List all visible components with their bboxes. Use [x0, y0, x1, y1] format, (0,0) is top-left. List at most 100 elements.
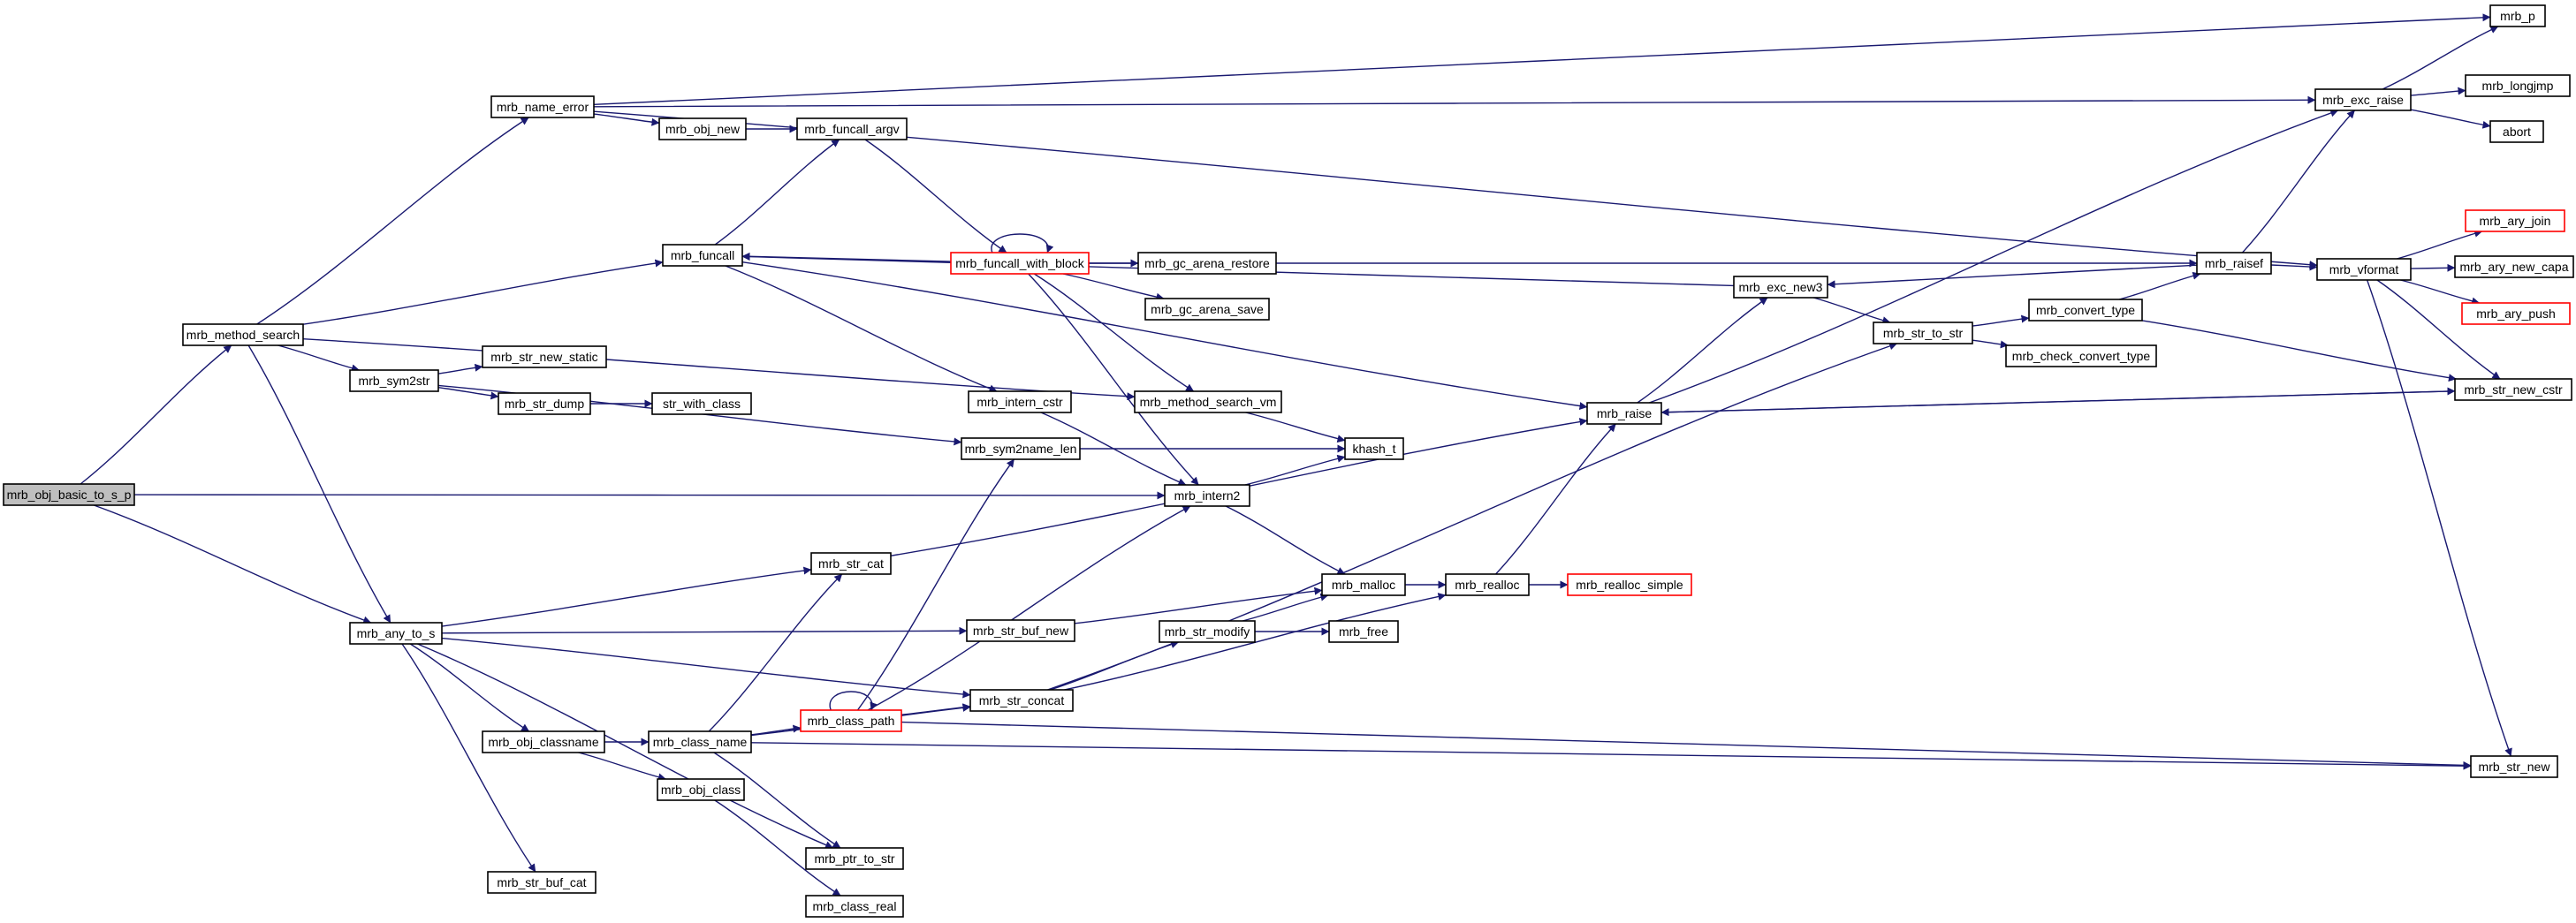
node-box — [2028, 299, 2143, 322]
node-mrb-ptr-to-str[interactable]: mrb_ptr_to_str — [805, 847, 904, 870]
edge-mrb_funcall_with_block-to-mrb_intern2 — [1028, 273, 1199, 486]
node-mrb-p[interactable]: mrb_p — [2489, 4, 2546, 27]
node-box — [1137, 252, 1277, 275]
edge-mrb_funcall_with_block-to-mrb_funcall_with_block — [991, 233, 1054, 253]
edge-mrb_method_search-to-mrb_name_error — [256, 117, 529, 325]
node-mrb-check-convert-type[interactable]: mrb_check_convert_type — [2005, 344, 2157, 367]
node-box — [482, 345, 607, 368]
node-mrb-class-path[interactable]: mrb_class_path — [800, 709, 902, 732]
node-mrb-str-new[interactable]: mrb_str_new — [2470, 755, 2558, 778]
node-mrb-obj-classname[interactable]: mrb_obj_classname — [482, 730, 605, 753]
node-box — [2316, 258, 2412, 281]
edge-mrb_raise-to-mrb_exc_new3 — [1637, 297, 1768, 404]
edge-mrb_funcall-to-mrb_funcall_argv — [714, 139, 840, 246]
node-mrb-funcall-with-block[interactable]: mrb_funcall_with_block — [950, 252, 1090, 275]
edge-mrb_intern2-to-khash_t — [1244, 454, 1346, 486]
node-mrb-intern2[interactable]: mrb_intern2 — [1164, 484, 1250, 507]
node-mrb-exc-new3[interactable]: mrb_exc_new3 — [1733, 276, 1828, 299]
edge-mrb_raisef-to-mrb_exc_new3 — [1827, 264, 2198, 289]
node-label: mrb_str_to_str — [1883, 326, 1964, 340]
edge-mrb_name_error-to-mrb_exc_raise — [593, 95, 2316, 108]
node-mrb-funcall[interactable]: mrb_funcall — [662, 244, 743, 267]
node-mrb-str-new-static[interactable]: mrb_str_new_static — [482, 345, 607, 368]
edge-mrb_class_path-to-mrb_class_path — [829, 691, 878, 711]
node-box — [1586, 402, 1662, 425]
node-mrb-sym2str[interactable]: mrb_sym2str — [349, 369, 439, 392]
edge-mrb_method_search_vm-to-khash_t — [1245, 412, 1346, 443]
node-mrb-method-search[interactable]: mrb_method_search — [182, 323, 304, 346]
node-label: abort — [2503, 125, 2531, 139]
node-box — [1733, 276, 1828, 299]
edge-mrb_any_to_s-to-mrb_str_cat — [441, 566, 812, 627]
node-mrb-str-new-cstr[interactable]: mrb_str_new_cstr — [2454, 378, 2572, 401]
node-label: mrb_str_new_cstr — [2464, 382, 2563, 397]
node-label: mrb_intern_cstr — [976, 395, 1063, 409]
node-label: mrb_funcall — [671, 248, 734, 262]
node-mrb-str-cat[interactable]: mrb_str_cat — [810, 552, 892, 575]
node-mrb-obj-basic-to-s-p[interactable]: mrb_obj_basic_to_s_p — [3, 483, 135, 506]
node-box — [961, 437, 1081, 460]
node-mrb-realloc-simple[interactable]: mrb_realloc_simple — [1567, 573, 1692, 596]
node-mrb-intern-cstr[interactable]: mrb_intern_cstr — [968, 390, 1072, 413]
node-mrb-gc-arena-restore[interactable]: mrb_gc_arena_restore — [1137, 252, 1277, 275]
node-mrb-ary-join[interactable]: mrb_ary_join — [2465, 209, 2565, 232]
node-mrb-longjmp[interactable]: mrb_longjmp — [2465, 74, 2571, 97]
node-box — [2465, 209, 2565, 232]
node-box — [3, 483, 135, 506]
node-mrb-obj-class[interactable]: mrb_obj_class — [657, 778, 745, 801]
edge-mrb_realloc-to-mrb_raise — [1495, 423, 1616, 575]
node-mrb-gc-arena-save[interactable]: mrb_gc_arena_save — [1144, 298, 1270, 321]
node-mrb-method-search-vm[interactable]: mrb_method_search_vm — [1134, 390, 1282, 413]
node-mrb-str-concat[interactable]: mrb_str_concat — [969, 689, 1074, 712]
node-mrb-realloc[interactable]: mrb_realloc — [1445, 573, 1530, 596]
node-label: mrb_class_name — [653, 735, 748, 749]
node-label: mrb_str_dump — [505, 397, 584, 411]
node-mrb-malloc[interactable]: mrb_malloc — [1321, 573, 1406, 596]
node-label: str_with_class — [663, 397, 741, 411]
node-khash-t[interactable]: khash_t — [1344, 437, 1404, 460]
node-box — [950, 252, 1090, 275]
edge-mrb_str_to_str-to-mrb_convert_type — [1972, 314, 2030, 327]
node-mrb-str-buf-new[interactable]: mrb_str_buf_new — [966, 619, 1075, 642]
node-mrb-str-to-str[interactable]: mrb_str_to_str — [1873, 322, 1973, 344]
node-mrb-vformat[interactable]: mrb_vformat — [2316, 258, 2412, 281]
node-mrb-convert-type[interactable]: mrb_convert_type — [2028, 299, 2143, 322]
node-abort[interactable]: abort — [2489, 120, 2544, 143]
node-label: mrb_str_concat — [979, 693, 1065, 707]
node-label: mrb_check_convert_type — [2012, 349, 2151, 363]
node-mrb-ary-push[interactable]: mrb_ary_push — [2461, 302, 2571, 325]
node-mrb-obj-new[interactable]: mrb_obj_new — [658, 117, 747, 140]
node-box — [968, 390, 1072, 413]
node-str-with-class[interactable]: str_with_class — [651, 392, 752, 415]
node-box — [1567, 573, 1692, 596]
node-mrb-class-real[interactable]: mrb_class_real — [805, 895, 904, 918]
edge-mrb_funcall_with_block-to-mrb_method_search_vm — [1033, 273, 1195, 392]
node-mrb-sym2name-len[interactable]: mrb_sym2name_len — [961, 437, 1081, 460]
node-mrb-str-modify[interactable]: mrb_str_modify — [1159, 620, 1256, 643]
node-mrb-str-buf-cat[interactable]: mrb_str_buf_cat — [487, 871, 597, 894]
node-mrb-raisef[interactable]: mrb_raisef — [2196, 252, 2272, 275]
node-label: mrb_free — [1339, 624, 1388, 639]
node-box — [1328, 620, 1399, 643]
node-mrb-exc-raise[interactable]: mrb_exc_raise — [2314, 88, 2412, 111]
node-box — [487, 871, 597, 894]
node-label: mrb_longjmp — [2482, 79, 2554, 93]
node-mrb-any-to-s[interactable]: mrb_any_to_s — [349, 622, 443, 645]
node-mrb-free[interactable]: mrb_free — [1328, 620, 1399, 643]
node-mrb-class-name[interactable]: mrb_class_name — [648, 730, 752, 753]
node-mrb-str-dump[interactable]: mrb_str_dump — [498, 392, 591, 415]
node-label: mrb_obj_basic_to_s_p — [7, 488, 132, 502]
node-label: mrb_class_real — [813, 899, 897, 913]
edge-mrb_class_path-to-mrb_str_concat — [900, 703, 971, 715]
edge-mrb_class_name-to-mrb_str_cat — [708, 573, 843, 732]
node-label: mrb_funcall_with_block — [955, 256, 1085, 270]
node-box — [2461, 302, 2571, 325]
edge-mrb_sym2str-to-mrb_str_new_static — [437, 363, 483, 374]
node-box — [651, 392, 752, 415]
node-mrb-ary-new-capa[interactable]: mrb_ary_new_capa — [2454, 255, 2574, 278]
node-mrb-name-error[interactable]: mrb_name_error — [490, 95, 595, 118]
node-mrb-raise[interactable]: mrb_raise — [1586, 402, 1662, 425]
node-mrb-funcall-argv[interactable]: mrb_funcall_argv — [796, 117, 908, 140]
node-label: mrb_gc_arena_save — [1151, 302, 1264, 316]
